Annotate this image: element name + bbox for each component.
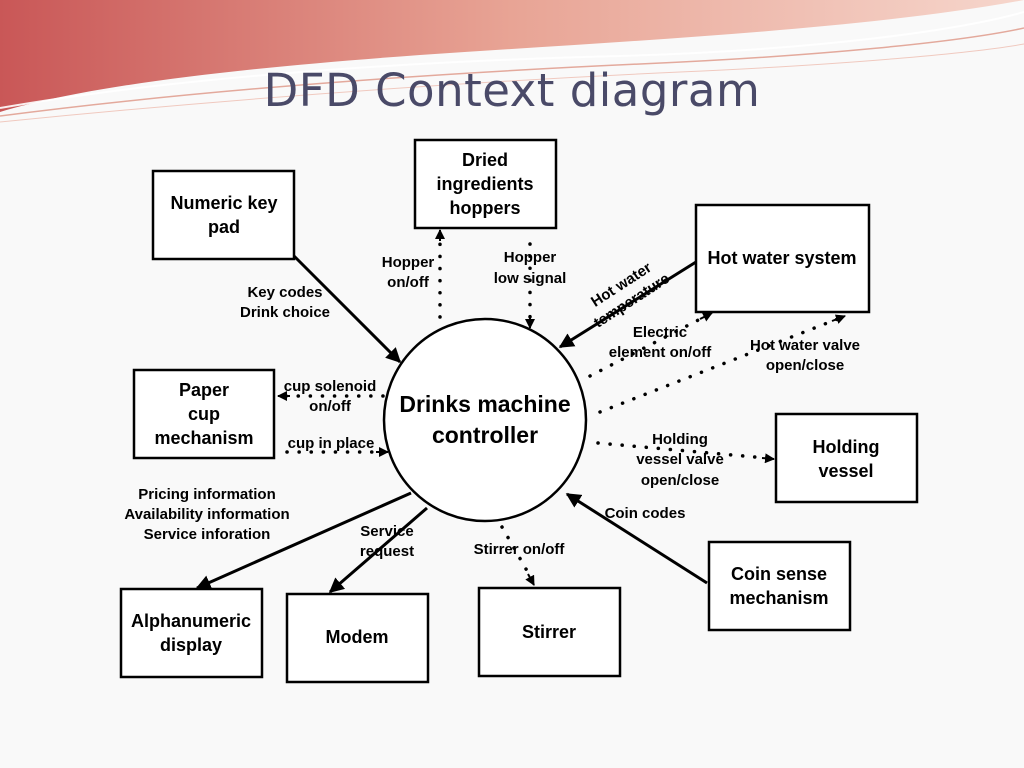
flow-label-service-request: Service (360, 523, 413, 540)
entity-label: Stirrer (522, 622, 576, 642)
entity-label: Paper (179, 380, 229, 400)
entity-label: Modem (326, 627, 389, 647)
entity-label: Holding (813, 437, 880, 457)
process-label-line2: controller (432, 422, 538, 448)
flow-line-holding-vessel-valve (596, 441, 768, 460)
flow-line-hot-water-temperature (558, 260, 697, 349)
flow-line-key-codes (292, 254, 402, 364)
flow-label-key-codes: Key codes (247, 284, 322, 301)
entity-label: Hot water system (707, 248, 856, 268)
flow-label-cup-in-place: cup in place (288, 435, 375, 452)
flow-label-pricing-information: Availability information (124, 506, 289, 523)
arrowhead-holding-vessel-valve (761, 453, 775, 464)
entity-modem: Modem (285, 592, 430, 684)
flow-label-hot-water-temperature: Hot water temperature (588, 259, 673, 332)
flow-label-electric-element: Electric (633, 324, 687, 341)
flow-label-coin-codes: Coin codes (605, 505, 686, 522)
entity-holding-vessel: Holding vessel (774, 412, 919, 504)
header-wave-decoration (0, 0, 1024, 123)
flow-label-hot-water-valve: open/close (766, 357, 844, 374)
arrowhead-hot-water-valve (831, 314, 846, 324)
flow-label-pricing-information: Pricing information (138, 486, 276, 503)
flow-label-cup-solenoid: on/off (309, 398, 352, 415)
flow-line-service-request (328, 506, 428, 594)
entity-label: vessel (818, 461, 873, 481)
flow-line-electric-element (588, 313, 710, 378)
flow-line-stirrer-on-off (500, 525, 532, 578)
flow-label-cup-solenoid: cup solenoid (284, 378, 377, 395)
entity-label: hoppers (449, 198, 520, 218)
entity-label: Alphanumeric (131, 611, 251, 631)
flow-label-service-request: request (360, 543, 414, 560)
flow-label-hopper-on-off: Hopper (382, 254, 435, 271)
flow-label-hopper-on-off: on/off (387, 274, 430, 291)
entity-label: cup (188, 404, 220, 424)
process-drinks-machine-controller: Drinks machine controller (382, 317, 588, 523)
flow-line-pricing-information (195, 491, 412, 590)
flow-label-holding-vessel-valve: vessel valve (636, 451, 724, 468)
arrowhead-electric-element (699, 312, 713, 322)
entity-alphanumeric-display: Alphanumeric display (119, 587, 264, 679)
flow-label-key-codes: Drink choice (240, 304, 330, 321)
entity-label: Coin sense (731, 564, 827, 584)
flow-label-electric-element: element on/off (609, 344, 713, 361)
entity-label: Dried (462, 150, 508, 170)
entity-label: mechanism (154, 428, 253, 448)
flow-label-holding-vessel-valve: Holding (652, 431, 708, 448)
entity-label: Numeric key (170, 193, 277, 213)
entity-dried-ingredients-hoppers: Dried ingredients hoppers (413, 138, 558, 230)
flow-label-hopper-low-signal: Hopper (504, 249, 557, 266)
entity-label: mechanism (729, 588, 828, 608)
arrowhead-stirrer-on-off (525, 573, 535, 586)
process-label-line1: Drinks machine (399, 391, 570, 417)
entity-paper-cup-mechanism: Paper cup mechanism (132, 368, 276, 460)
entity-label: display (160, 635, 222, 655)
entity-coin-sense-mechanism: Coin sense mechanism (707, 540, 852, 632)
flow-line-coin-codes (565, 492, 708, 585)
slide-title: DFD Context diagram (263, 64, 761, 117)
entity-stirrer: Stirrer (477, 586, 622, 678)
entity-hot-water-system: Hot water system (694, 203, 871, 314)
flow-label-pricing-information: Service inforation (144, 526, 271, 543)
entity-label: pad (208, 217, 240, 237)
flow-label-hopper-low-signal: low signal (494, 270, 567, 287)
entity-label: ingredients (436, 174, 533, 194)
flow-label-holding-vessel-valve: open/close (641, 472, 719, 489)
entity-numeric-key-pad: Numeric key pad (151, 169, 296, 261)
flow-label-hot-water-valve: Hot water valve (750, 337, 860, 354)
flow-label-stirrer-on-off: Stirrer on/off (474, 541, 566, 558)
